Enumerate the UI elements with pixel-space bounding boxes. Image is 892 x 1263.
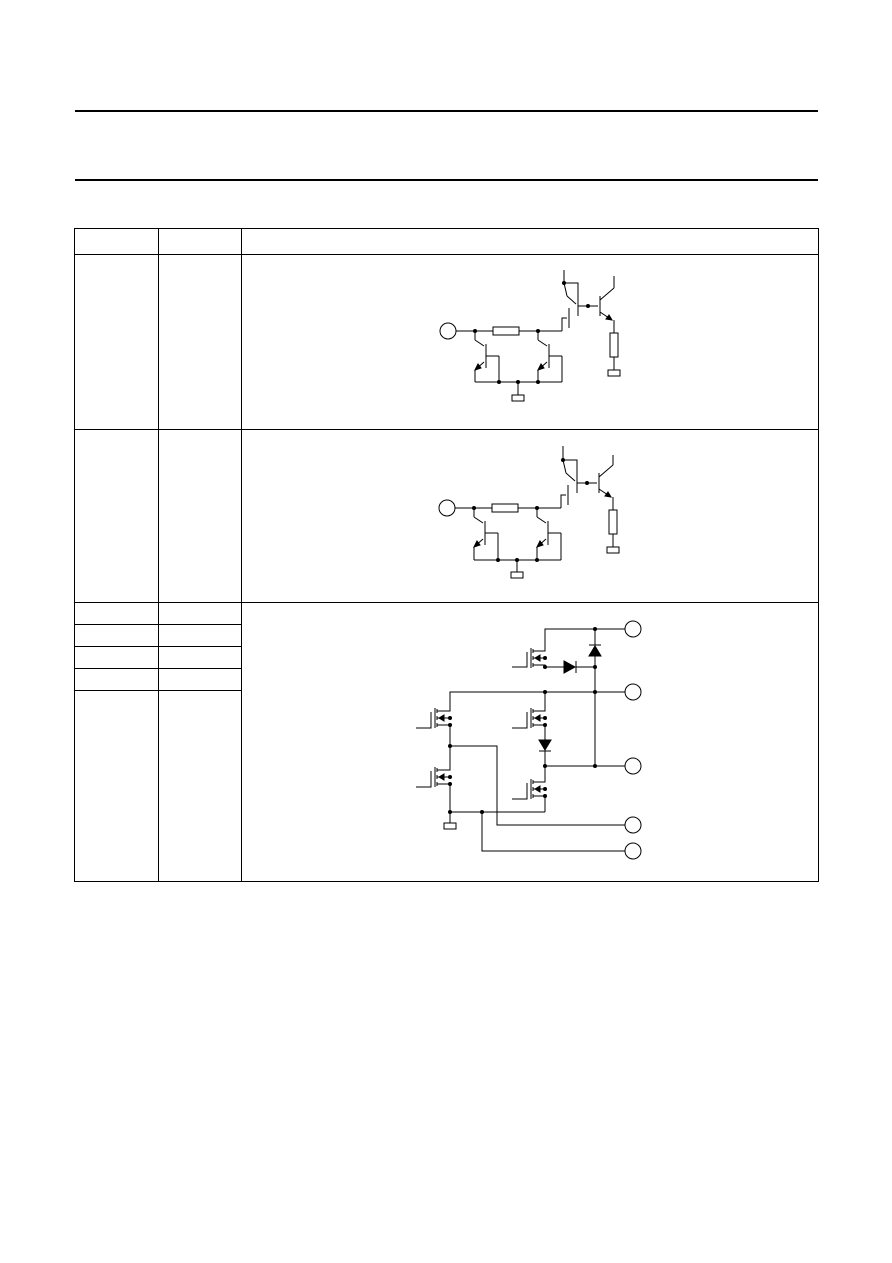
- diode-icon: [588, 645, 602, 657]
- column-divider: [241, 229, 242, 881]
- row-divider: [75, 602, 818, 603]
- pin-terminal-icon: [624, 757, 642, 775]
- pin-terminal-icon: [624, 683, 642, 701]
- pin-description-table: [74, 228, 819, 882]
- row-divider: [75, 668, 241, 669]
- row-divider: [75, 646, 241, 647]
- pin-terminal-icon: [624, 842, 642, 860]
- diode-icon: [563, 660, 577, 674]
- header-rule-top: [75, 110, 818, 112]
- ground-icon: [607, 369, 621, 377]
- pin-terminal-icon: [624, 816, 642, 834]
- ground-icon: [510, 571, 524, 579]
- ground-icon: [511, 394, 525, 402]
- diode-icon: [538, 739, 552, 751]
- header-rule-bottom: [75, 179, 818, 181]
- row-divider: [75, 429, 818, 430]
- column-divider: [158, 229, 159, 881]
- pin-terminal-icon: [624, 620, 642, 638]
- row-divider: [75, 254, 818, 255]
- ground-icon: [606, 546, 620, 554]
- ground-icon: [443, 822, 457, 830]
- row-divider: [75, 690, 241, 691]
- row-divider: [75, 624, 241, 625]
